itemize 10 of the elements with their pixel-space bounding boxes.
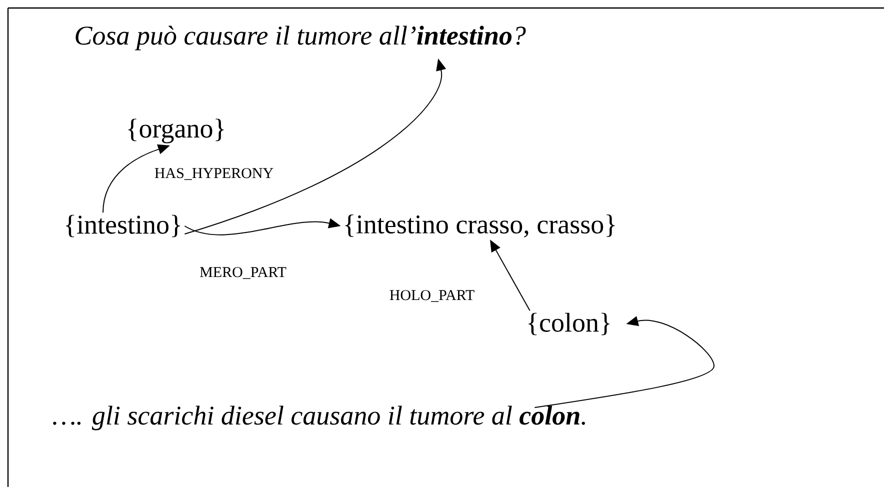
sentence: …. gli scarichi diesel causano il tumore al colon. xyxy=(53,406,585,430)
edge-label: MERO_PART xyxy=(198,266,288,280)
concept-label: {colon} xyxy=(528,312,610,336)
sentence: Cosa può causare il tumore all’intestino? xyxy=(76,26,526,50)
arrow xyxy=(534,316,714,408)
edge-label: HAS_HYPERONY xyxy=(153,167,275,181)
concept-label: {organo} xyxy=(128,118,224,144)
concept-label: {intestino} xyxy=(66,214,180,238)
concept-label: {intestino crasso, crasso} xyxy=(345,214,615,238)
edge-label: HOLO_PART xyxy=(388,289,476,303)
